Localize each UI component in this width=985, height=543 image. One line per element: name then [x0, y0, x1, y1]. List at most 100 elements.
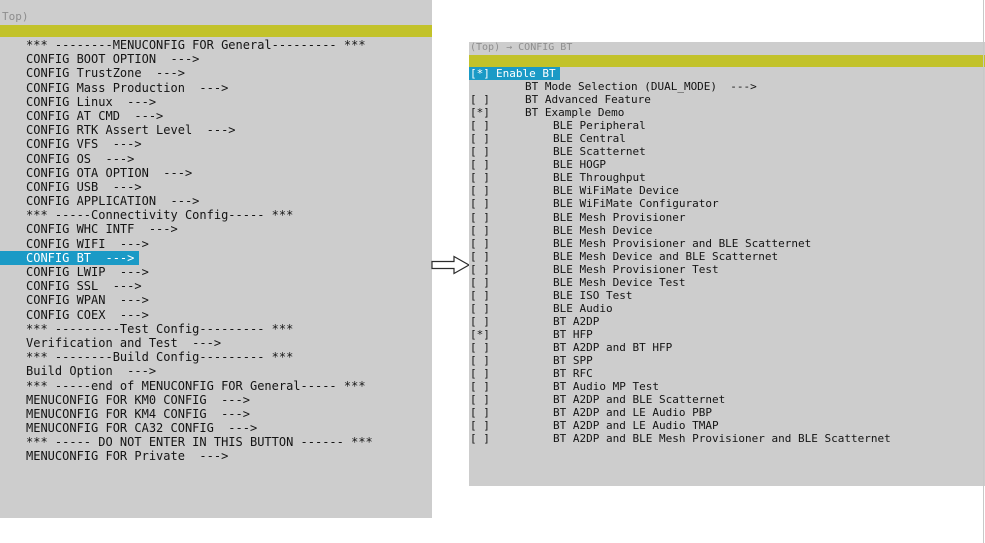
menu-item[interactable]: MENUCONFIG FOR CA32 CONFIG ---> — [26, 421, 258, 436]
menu-item[interactable]: CONFIG Mass Production ---> — [26, 80, 229, 95]
checkbox: [ ] — [470, 171, 490, 185]
menu-item[interactable]: Verification and Test ---> — [26, 335, 222, 350]
checkbox: [ ] — [470, 288, 490, 302]
checkbox: [ ] — [470, 236, 490, 250]
menu-item[interactable]: CONFIG USB ---> — [26, 179, 142, 194]
checkbox: [ ] — [470, 223, 490, 237]
menu-section-header: *** ----- DO NOT ENTER IN THIS BUTTON --… — [26, 435, 373, 450]
option-item[interactable]: [ ]BLE Peripheral — [470, 119, 646, 133]
checkbox: [ ] — [470, 419, 490, 433]
checkbox: [ ] — [470, 210, 490, 224]
breadcrumb-top: Top) — [2, 10, 29, 23]
option-item[interactable]: [ ]BLE Central — [470, 132, 626, 146]
option-item[interactable]: [ ]BLE HOGP — [470, 158, 606, 172]
menu-item[interactable]: CONFIG LWIP ---> — [26, 265, 149, 279]
option-item[interactable]: [ ]BLE Mesh Provisioner and BLE Scattern… — [470, 236, 812, 250]
menu-item[interactable]: CONFIG COEX ---> — [26, 307, 149, 322]
checkbox: [ ] — [470, 93, 490, 107]
option-item[interactable]: [ ]BLE Mesh Provisioner — [470, 210, 686, 224]
title-bar — [469, 55, 985, 67]
option-item[interactable]: [ ]BT A2DP and BLE Mesh Provisioner and … — [470, 432, 891, 446]
option-item[interactable]: [ ]BLE Mesh Device and BLE Scatternet — [470, 249, 779, 263]
window-edge — [983, 0, 984, 543]
arrow-right-icon — [431, 255, 471, 275]
menu-item[interactable]: CONFIG WIFI ---> — [26, 236, 149, 251]
option-item[interactable]: [ ]BLE Mesh Device Test — [470, 275, 686, 289]
menu-item: *** --------MENUCONFIG FOR General------… — [26, 38, 366, 52]
menu-item[interactable]: CONFIG TrustZone ---> — [26, 66, 185, 81]
main-menu-list: *** --------MENUCONFIG FOR General------… — [0, 38, 432, 464]
checkbox: [ ] — [470, 393, 490, 407]
checkbox: [*] — [470, 67, 490, 80]
checkbox: [ ] — [470, 249, 490, 263]
option-item[interactable]: [ ]BLE ISO Test — [470, 288, 633, 302]
menu-item[interactable]: CONFIG RTK Assert Level ---> — [26, 123, 236, 138]
menu-item[interactable]: Build Option ---> — [26, 364, 157, 379]
option-item[interactable]: [*]BT Example Demo — [470, 106, 625, 120]
menuconfig-main-panel: Top) *** --------MENUCONFIG FOR General-… — [0, 0, 432, 518]
menu-item[interactable]: CONFIG Linux ---> — [26, 94, 157, 109]
option-item[interactable]: BT Mode Selection (DUAL_MODE) ---> — [525, 80, 757, 94]
checkbox: [*] — [470, 106, 490, 120]
option-item[interactable]: [ ]BLE Audio — [470, 301, 613, 315]
option-enable-bt-selected[interactable]: [*]Enable BT — [469, 67, 985, 81]
checkbox: [ ] — [470, 301, 490, 315]
breadcrumb-config-bt: (Top) → CONFIG BT — [470, 42, 573, 53]
checkbox: [ ] — [470, 119, 490, 133]
checkbox: [ ] — [470, 340, 490, 354]
checkbox: [ ] — [470, 432, 490, 446]
option-item[interactable]: [ ]BLE Mesh Device — [470, 223, 653, 237]
option-item[interactable]: [ ]BLE WiFiMate Device — [470, 184, 679, 198]
option-item[interactable]: [ ]BT Audio MP Test — [470, 380, 659, 394]
bt-menu-list: [*]Enable BT BT Mode Selection (DUAL_MOD… — [469, 67, 985, 445]
checkbox: [ ] — [470, 367, 490, 381]
selection-highlight — [469, 67, 560, 81]
title-bar — [0, 25, 432, 37]
menu-item[interactable]: CONFIG OS ---> — [26, 151, 135, 166]
menu-section-header: *** --------Build Config--------- *** — [26, 350, 294, 365]
checkbox: [ ] — [470, 197, 490, 211]
menu-item[interactable]: CONFIG AT CMD ---> — [26, 108, 164, 123]
menu-item[interactable]: MENUCONFIG FOR Private ---> — [26, 449, 229, 464]
checkbox: [ ] — [470, 275, 490, 289]
menu-item[interactable]: CONFIG APPLICATION ---> — [26, 194, 200, 209]
option-item[interactable]: [ ]BT Advanced Feature — [470, 93, 651, 107]
checkbox: [ ] — [470, 262, 490, 276]
checkbox: [ ] — [470, 354, 490, 368]
menu-item[interactable]: CONFIG OTA OPTION ---> — [26, 165, 193, 180]
checkbox: [ ] — [470, 145, 490, 159]
menu-item-config-bt-selected[interactable]: CONFIG BT ---> — [0, 250, 432, 265]
menu-item[interactable]: CONFIG BOOT OPTION ---> — [26, 52, 200, 67]
option-item[interactable]: [ ]BLE Mesh Provisioner Test — [470, 262, 719, 276]
checkbox: [*] — [470, 327, 490, 341]
menu-item[interactable]: MENUCONFIG FOR KM4 CONFIG ---> — [26, 406, 250, 421]
option-item[interactable]: [ ]BT A2DP — [470, 314, 600, 328]
checkbox: [ ] — [470, 314, 490, 328]
menu-item[interactable]: MENUCONFIG FOR KM0 CONFIG ---> — [26, 392, 250, 407]
option-item[interactable]: [ ]BT RFC — [470, 367, 593, 381]
menu-item[interactable]: CONFIG WHC INTF ---> — [26, 222, 178, 237]
option-item[interactable]: [ ]BT SPP — [470, 354, 593, 368]
option-item[interactable]: [ ]BT A2DP and BLE Scatternet — [470, 393, 726, 407]
option-item[interactable]: [ ]BT A2DP and LE Audio PBP — [470, 406, 712, 420]
option-item[interactable]: [ ]BLE Throughput — [470, 171, 646, 185]
menu-item[interactable]: CONFIG SSL ---> — [26, 279, 142, 294]
checkbox: [ ] — [470, 380, 490, 394]
menu-section-header: *** ---------Test Config--------- *** — [26, 321, 294, 336]
menu-item[interactable]: CONFIG VFS ---> — [26, 137, 142, 152]
option-item[interactable]: [*]BT HFP — [470, 327, 593, 341]
option-item[interactable]: [ ]BT A2DP and LE Audio TMAP — [470, 419, 719, 433]
option-item[interactable]: [ ]BLE Scatternet — [470, 145, 646, 159]
option-item[interactable]: [ ]BLE WiFiMate Configurator — [470, 197, 719, 211]
checkbox: [ ] — [470, 184, 490, 198]
checkbox: [ ] — [470, 158, 490, 172]
menu-item[interactable]: CONFIG WPAN ---> — [26, 293, 149, 308]
checkbox: [ ] — [470, 406, 490, 420]
menu-section-header: *** -----end of MENUCONFIG FOR General--… — [26, 378, 366, 393]
option-item[interactable]: [ ]BT A2DP and BT HFP — [470, 340, 673, 354]
selection-highlight — [0, 250, 139, 265]
menu-section-header: *** -----Connectivity Config----- *** — [26, 208, 294, 223]
checkbox: [ ] — [470, 132, 490, 146]
config-bt-panel: (Top) → CONFIG BT [*]Enable BT BT Mode S… — [469, 42, 985, 486]
